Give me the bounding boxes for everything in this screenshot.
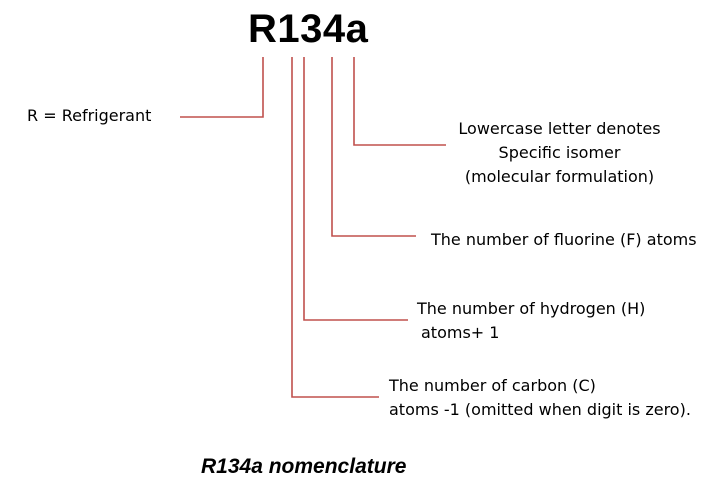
label-carbon-line-2: atoms -1 (omitted when digit is zero). — [389, 400, 691, 419]
connector-hydrogen — [303, 57, 408, 321]
diagram-caption: R134a nomenclature — [201, 455, 407, 478]
label-carbon-line-1: The number of carbon (C) — [389, 376, 596, 395]
connector-isomer — [353, 57, 446, 146]
label-carbon: The number of carbon (C) atoms -1 (omitt… — [389, 374, 691, 422]
label-hydrogen-line-2: atoms+ 1 — [421, 323, 500, 342]
label-isomer-line-1: Lowercase letter denotes — [458, 119, 661, 138]
label-isomer-line-3: (molecular formulation) — [464, 167, 655, 186]
formula-title: R134a — [248, 7, 369, 51]
label-isomer: Lowercase letter denotes Specific isomer… — [442, 117, 677, 189]
label-fluorine: The number of fluorine (F) atoms — [431, 230, 697, 249]
connector-refrigerant — [180, 57, 264, 118]
label-isomer-line-2: Specific isomer — [498, 143, 621, 162]
label-hydrogen: The number of hydrogen (H) atoms+ 1 — [417, 297, 645, 345]
label-refrigerant: R = Refrigerant — [27, 106, 152, 125]
connector-carbon — [291, 57, 379, 398]
label-hydrogen-line-1: The number of hydrogen (H) — [417, 299, 646, 318]
connector-fluorine — [331, 57, 416, 237]
